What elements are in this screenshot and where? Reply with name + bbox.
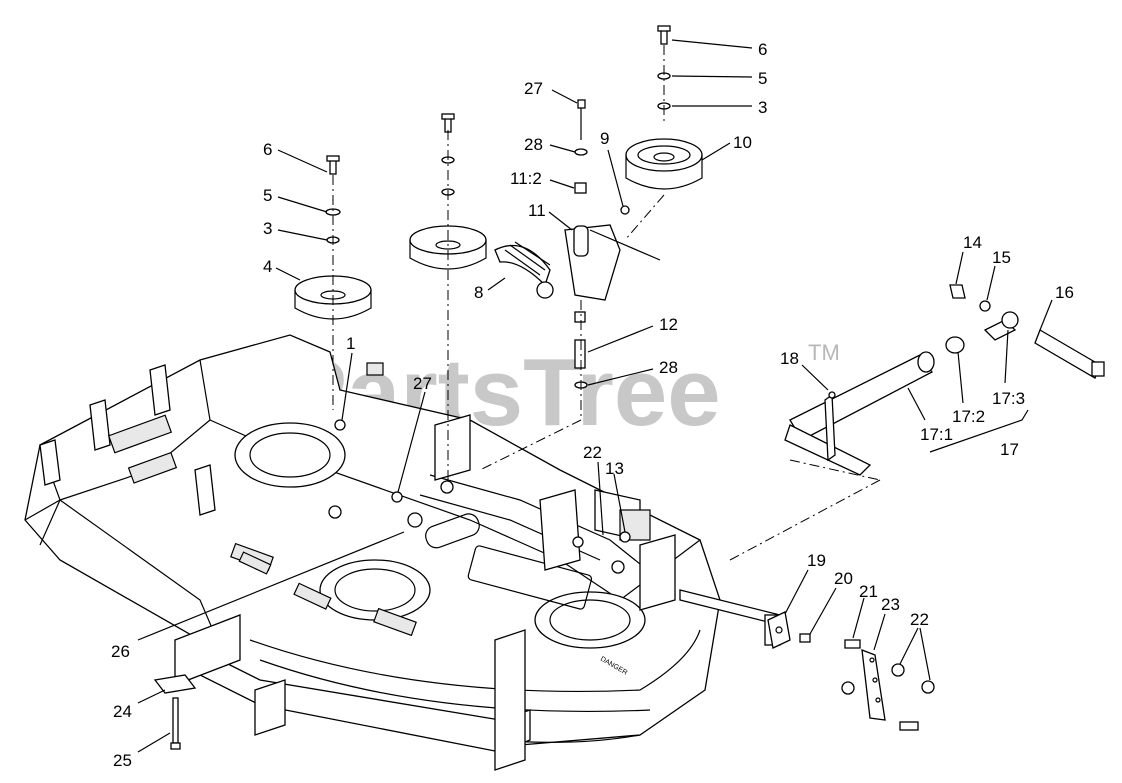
callout-6: 6: [263, 140, 272, 159]
watermark-trademark: TM: [808, 340, 840, 365]
callout-3: 3: [263, 219, 272, 238]
callout-8: 8: [474, 283, 483, 302]
left-pulley-assembly: [294, 155, 372, 410]
callout-17-1: 17:1: [920, 425, 953, 444]
callout-16: 16: [1055, 283, 1074, 302]
callout-20: 20: [834, 569, 853, 588]
callout-26: 26: [111, 642, 130, 661]
callout-19: 19: [807, 551, 826, 570]
callout-17: 17: [1000, 440, 1019, 459]
rear-bracket-hardware: [767, 611, 935, 731]
callout-22: 22: [583, 443, 602, 462]
callout-23: 23: [881, 595, 900, 614]
callout-17-3: 17:3: [992, 389, 1025, 408]
callout-1: 1: [346, 334, 355, 353]
callout-13: 13: [605, 459, 624, 478]
callout-14: 14: [963, 233, 982, 252]
callout-labels: 6 5 3 4 1 27 28 11:2 11 9 8 6 5 3 10 12: [111, 39, 1074, 770]
callout-22-right: 22: [910, 610, 929, 629]
callout-28-lower: 28: [659, 358, 678, 377]
callout-11-2: 11:2: [510, 169, 542, 188]
callout-28: 28: [524, 135, 543, 154]
front-hardware: [137, 531, 405, 750]
callout-3-right: 3: [758, 98, 767, 117]
callout-5-right: 5: [758, 69, 767, 88]
callout-5: 5: [263, 186, 272, 205]
idler-arm-assembly: [479, 99, 661, 471]
right-pulley-assembly: [624, 25, 703, 241]
callout-27: 27: [524, 79, 543, 98]
rear-rod-assembly: [729, 284, 1105, 561]
callout-6-right: 6: [758, 40, 767, 59]
callout-24: 24: [113, 702, 132, 721]
callout-10: 10: [733, 133, 752, 152]
callout-9: 9: [600, 129, 609, 148]
mower-deck: DANGER: [24, 334, 781, 771]
callout-25: 25: [113, 751, 132, 770]
callout-18: 18: [780, 349, 799, 368]
callout-15: 15: [992, 248, 1011, 267]
center-pulley-assembly: [409, 113, 487, 480]
callout-21: 21: [859, 582, 878, 601]
callout-27-lower: 27: [413, 374, 432, 393]
callout-17-2: 17:2: [952, 407, 985, 426]
callout-11: 11: [528, 201, 546, 220]
callout-4: 4: [263, 257, 272, 276]
callout-12: 12: [659, 315, 678, 334]
